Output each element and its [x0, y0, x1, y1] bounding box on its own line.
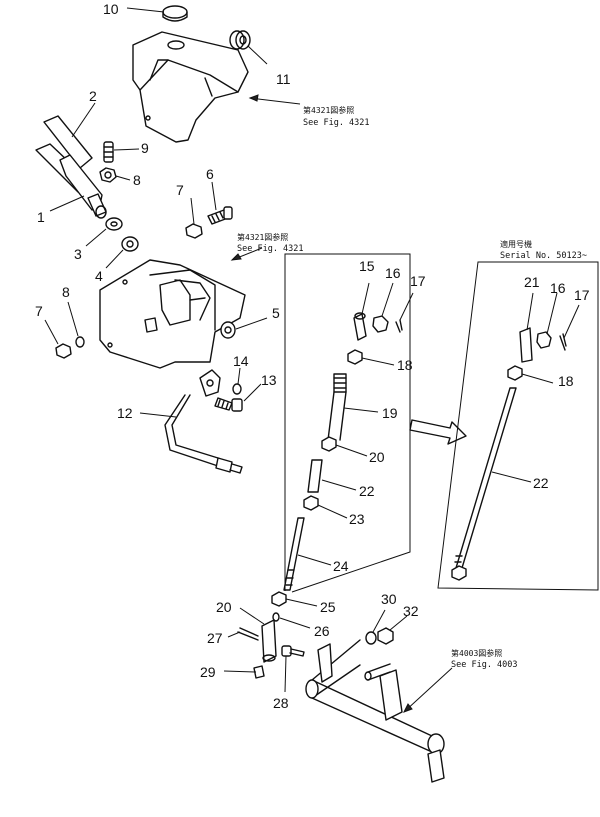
washer-3	[105, 217, 123, 231]
nut-19	[347, 349, 363, 365]
washer-8	[75, 336, 85, 348]
reference-notes: 第4321図参照 See Fig. 4321 第4321図参照 See Fig.…	[237, 105, 587, 670]
callout-17-right: 16	[550, 280, 566, 296]
callout-15: 14	[233, 353, 249, 369]
callout-numbers: 10 11 2 9 8 1 3 4 7 6 5 7 8 12 14 13 15 …	[35, 1, 590, 711]
ref-arrow-bottom	[402, 667, 453, 713]
callout-20-right: 22	[533, 475, 549, 491]
rod-20-right	[451, 387, 517, 581]
cover-plate	[132, 31, 249, 143]
callout-16-left: 15	[359, 258, 375, 274]
callout-32: 30	[381, 591, 397, 607]
pin-18	[395, 319, 403, 333]
variant-arrow	[409, 419, 467, 445]
pin-18-right	[559, 333, 567, 351]
callout-13: 12	[117, 405, 133, 421]
callout-27: 26	[314, 623, 330, 639]
bolt-14	[214, 397, 243, 412]
callout-25: 24	[333, 558, 349, 574]
callout-22-left: 20	[369, 449, 385, 465]
leader-lines	[44, 7, 580, 693]
callout-24: 23	[349, 511, 365, 527]
note-fig4003-jp: 第4003図参照	[451, 648, 502, 658]
callout-22-right: 18	[558, 373, 574, 389]
spring-pin	[103, 141, 114, 163]
pedal-assembly	[35, 115, 107, 219]
sleeve-23	[307, 459, 323, 493]
nut-22-left	[321, 436, 337, 452]
callout-20-left: 19	[382, 405, 398, 421]
callout-18-left: 17	[410, 273, 426, 289]
ref-arrow-top	[248, 94, 301, 105]
rod-20-left	[327, 373, 347, 441]
note-serial-en: Serial No. 50123~	[500, 251, 587, 261]
callout-2: 2	[89, 88, 97, 104]
nut-22-right	[507, 365, 523, 381]
callout-21: 25	[320, 599, 336, 615]
callout-30: 28	[273, 695, 289, 711]
note-fig4321-mid-en: See Fig. 4321	[237, 244, 304, 254]
lever-13	[164, 369, 243, 474]
ref-arrow-mid	[230, 247, 263, 261]
cotter-29	[237, 627, 259, 641]
washer-27	[272, 612, 280, 622]
nut-17-right	[536, 331, 552, 349]
callout-8: 8	[62, 284, 70, 300]
callout-6: 6	[206, 166, 214, 182]
cross-shaft	[305, 639, 445, 783]
callout-12: 11	[276, 71, 291, 87]
serial-variant-outline	[437, 261, 599, 591]
nut-28	[253, 665, 265, 679]
clevis-26	[261, 619, 277, 663]
bracket-plate	[99, 259, 246, 369]
callout-3: 3	[74, 246, 82, 262]
note-fig4003-en: See Fig. 4003	[451, 660, 518, 670]
note-fig4321-top-jp: 第4321図参照	[303, 105, 354, 115]
callout-4: 4	[95, 268, 103, 284]
nut-17	[372, 315, 389, 333]
nut-24	[303, 495, 319, 511]
bushing-4	[121, 236, 139, 252]
callout-9: 8	[133, 172, 141, 188]
rod-25	[283, 517, 305, 591]
washer-15	[232, 383, 242, 395]
nut-7-upper	[185, 223, 203, 239]
washer-32	[365, 631, 377, 645]
callout-23: 22	[359, 483, 375, 499]
callout-7-lower: 7	[35, 303, 43, 319]
bolt-6	[207, 206, 233, 225]
yoke-16	[353, 312, 367, 341]
bushing-5	[220, 321, 236, 339]
callout-14: 13	[261, 372, 277, 388]
callout-18-right: 17	[574, 287, 590, 303]
callout-7-upper: 7	[176, 182, 184, 198]
nut-7-lower	[55, 343, 72, 359]
callout-16-right: 21	[524, 274, 540, 290]
callout-5: 5	[272, 305, 280, 321]
nut-31	[377, 627, 394, 645]
callout-17-left: 16	[385, 265, 401, 281]
note-serial-jp: 適用号機	[500, 239, 532, 249]
callout-28: 29	[200, 664, 216, 680]
note-fig4321-mid-jp: 第4321図参照	[237, 232, 288, 242]
yoke-16-right	[519, 327, 533, 363]
bolt-30	[281, 645, 305, 657]
callout-11: 10	[103, 1, 119, 17]
nut-9	[99, 167, 117, 183]
cap	[162, 5, 188, 22]
callout-31: 32	[403, 603, 419, 619]
callout-1: 1	[37, 209, 45, 225]
callout-26: 20	[216, 599, 232, 615]
link-assembly-outline	[284, 253, 411, 593]
callout-29: 27	[207, 630, 223, 646]
callout-10: 9	[141, 140, 149, 156]
nut-21	[271, 591, 287, 607]
callout-19: 18	[397, 357, 413, 373]
grommet	[229, 30, 251, 50]
note-fig4321-top-en: See Fig. 4321	[303, 118, 370, 128]
